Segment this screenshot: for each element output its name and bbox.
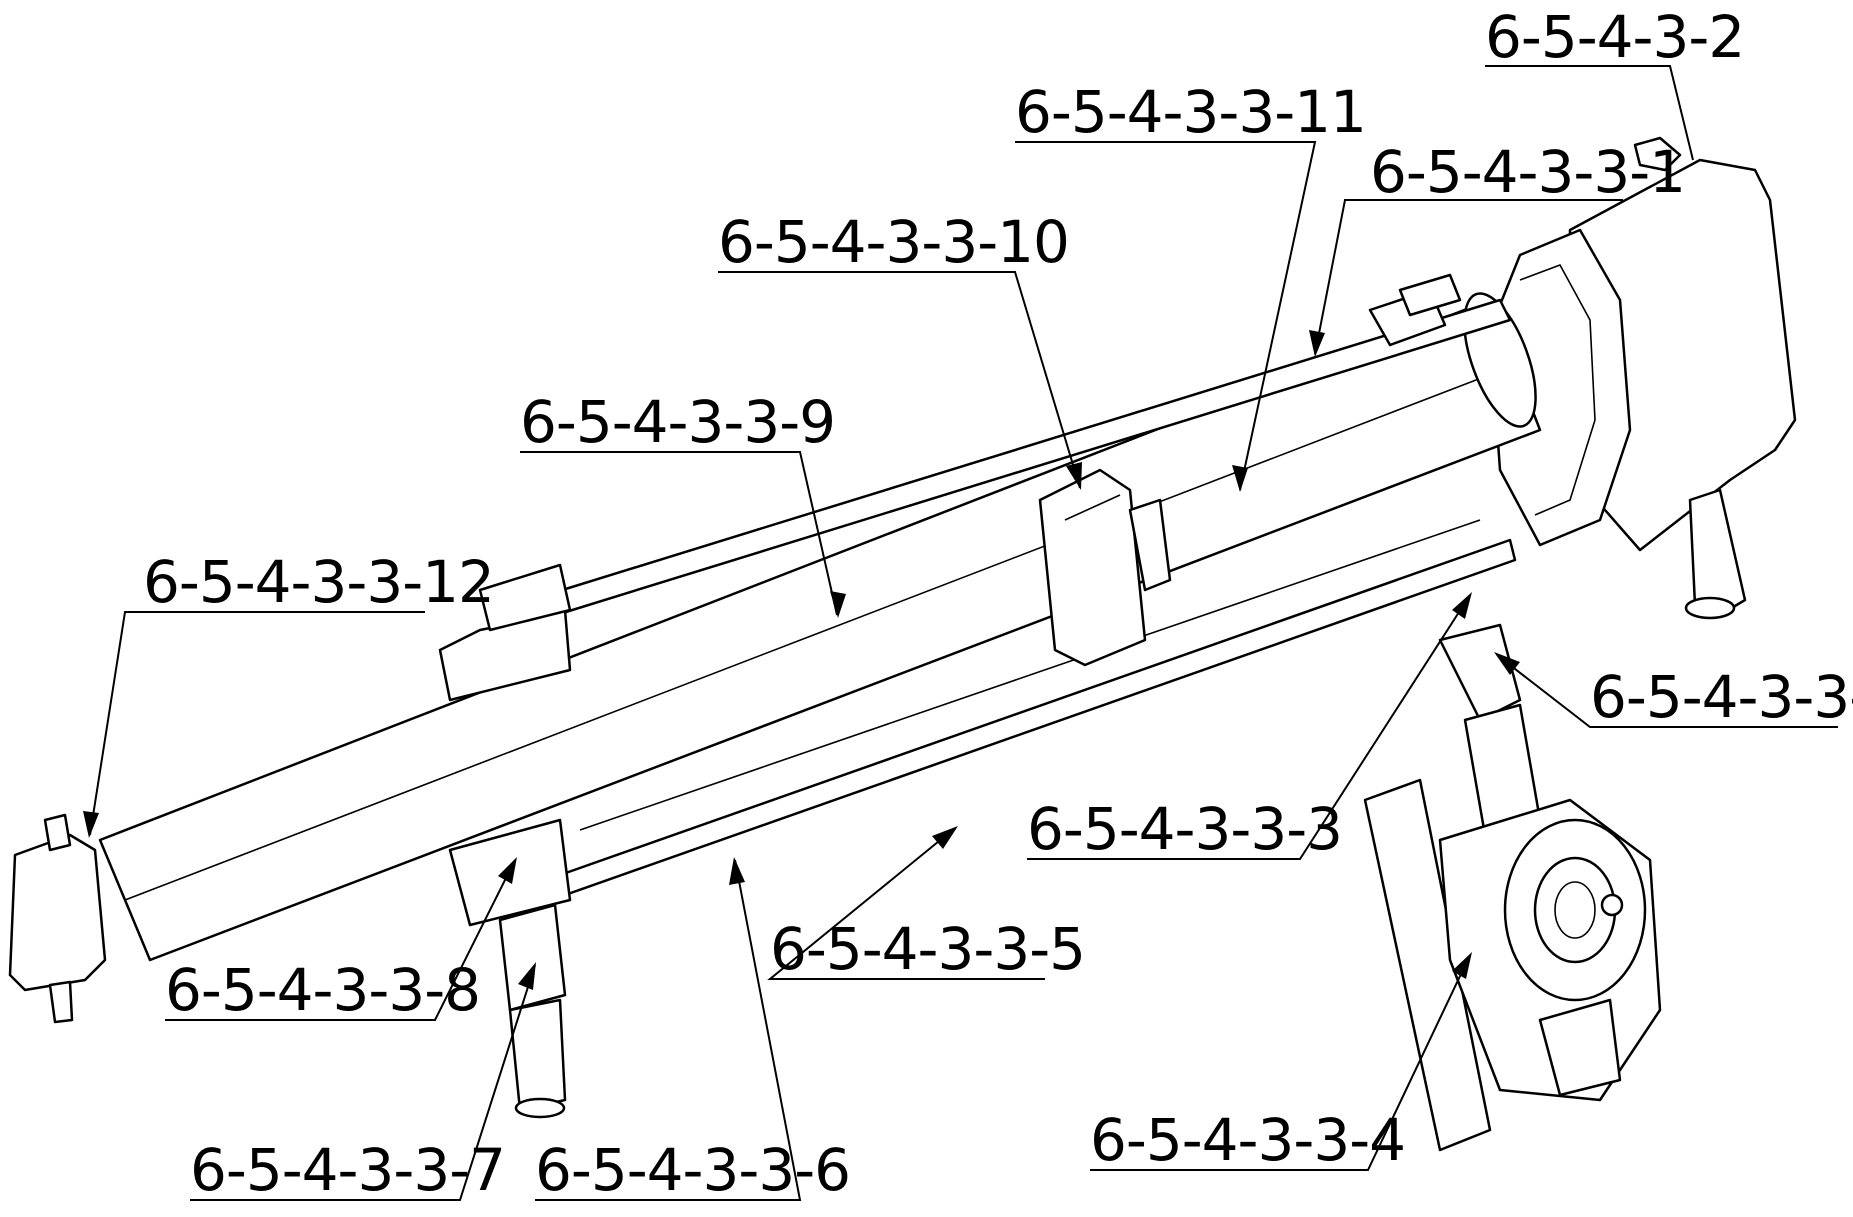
label-6-5-4-3-3-4: 6-5-4-3-3-4 bbox=[1090, 1106, 1405, 1174]
label-6-5-4-3-3-2: 6-5-4-3-3-2 bbox=[1590, 663, 1853, 731]
label-6-5-4-3-3-6: 6-5-4-3-3-6 bbox=[535, 1136, 850, 1204]
lower-clevis bbox=[448, 818, 572, 1119]
label-6-5-4-3-3-5: 6-5-4-3-3-5 bbox=[770, 915, 1085, 983]
label-6-5-4-3-3-7: 6-5-4-3-3-7 bbox=[190, 1136, 505, 1204]
label-6-5-4-3-3-9: 6-5-4-3-3-9 bbox=[520, 388, 835, 456]
frame-rails bbox=[528, 298, 1517, 897]
label-6-5-4-3-2: 6-5-4-3-2 bbox=[1485, 3, 1744, 71]
top-brackets bbox=[438, 273, 1462, 702]
label-6-5-4-3-3-1: 6-5-4-3-3-1 bbox=[1370, 138, 1685, 206]
left-end-block bbox=[8, 813, 107, 1024]
leader-lines bbox=[83, 65, 1838, 1201]
label-6-5-4-3-3-11: 6-5-4-3-3-11 bbox=[1015, 78, 1366, 146]
label-6-5-4-3-3-10: 6-5-4-3-3-10 bbox=[718, 208, 1069, 276]
right-rod bbox=[1438, 623, 1542, 837]
gearbox-housing bbox=[1488, 136, 1797, 620]
middle-clamp bbox=[1038, 468, 1172, 667]
part-labels: 6-5-4-3-2 6-5-4-3-3-11 6-5-4-3-3-1 6-5-4… bbox=[143, 3, 1853, 1204]
label-6-5-4-3-3-3: 6-5-4-3-3-3 bbox=[1027, 795, 1342, 863]
label-6-5-4-3-3-8: 6-5-4-3-3-8 bbox=[165, 956, 480, 1024]
label-6-5-4-3-3-12: 6-5-4-3-3-12 bbox=[143, 548, 494, 616]
main-tube bbox=[98, 292, 1542, 962]
motor-reducer bbox=[1363, 778, 1662, 1152]
